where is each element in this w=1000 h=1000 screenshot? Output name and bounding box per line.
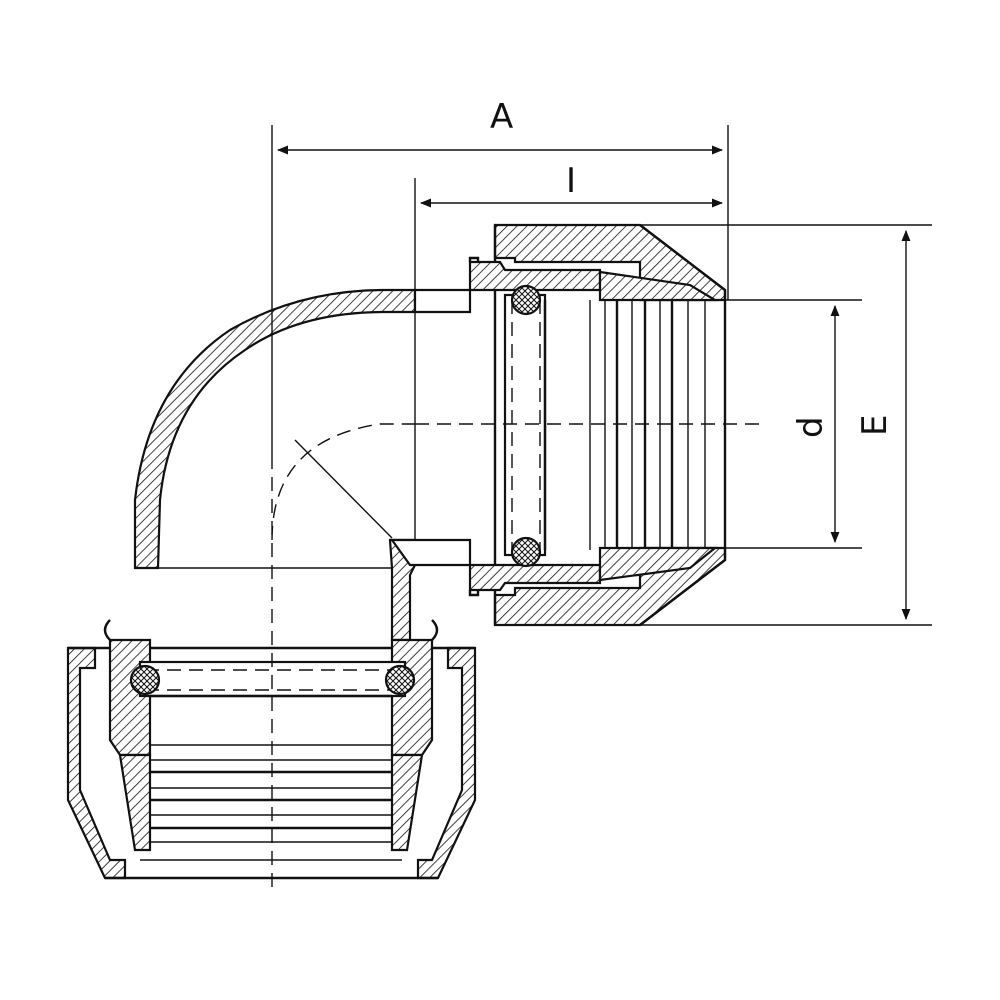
center-lines <box>271 423 765 895</box>
dimension-d: d <box>725 299 862 549</box>
dimension-l: I <box>414 161 724 290</box>
dimension-d-label: d <box>791 416 831 438</box>
dimension-a: A <box>271 97 729 455</box>
bottom-socket <box>66 619 477 880</box>
dimension-e-label: E <box>855 415 895 436</box>
dimension-e: E <box>640 224 932 626</box>
dimension-a-label: A <box>490 97 513 137</box>
elbow-body <box>133 288 472 642</box>
dimension-l-label: I <box>566 161 576 201</box>
right-socket <box>468 223 727 627</box>
